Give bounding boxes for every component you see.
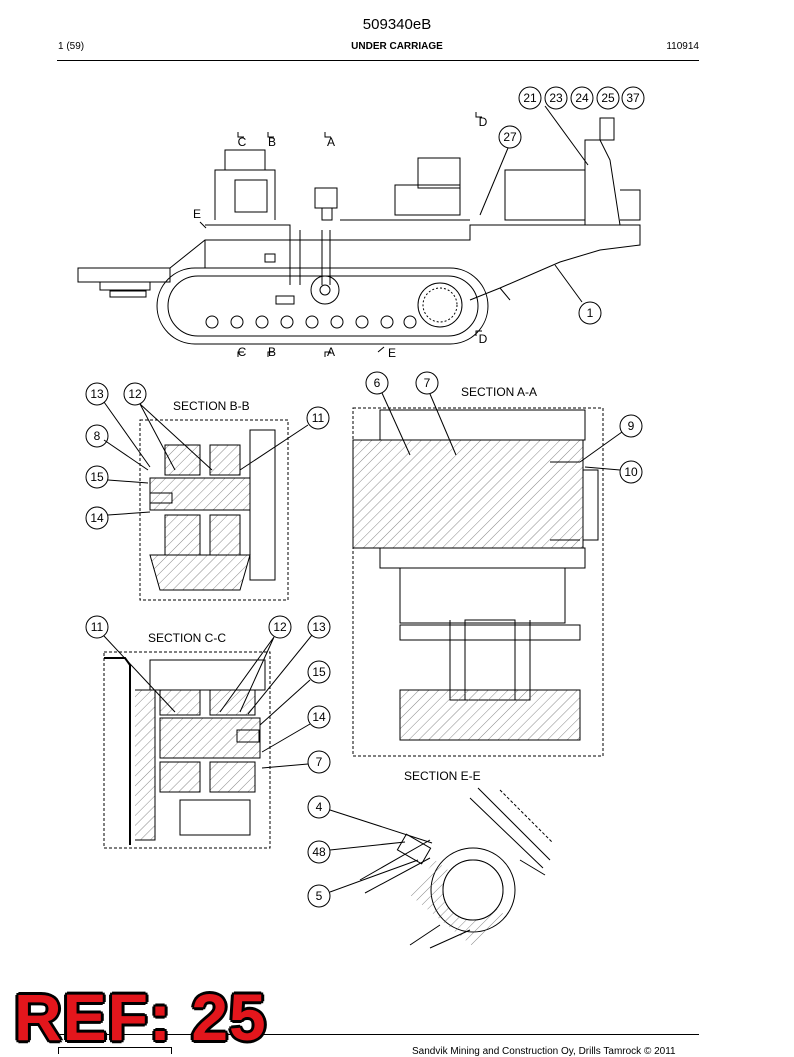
view-marker-e-bottom: E: [388, 346, 396, 360]
balloon-14-bb: 14: [90, 511, 104, 525]
balloon-9: 9: [628, 419, 635, 433]
balloon-13-bb: 13: [90, 387, 104, 401]
balloon-8: 8: [94, 429, 101, 443]
section-bb-drawing: [139, 419, 289, 601]
footer-rule: [57, 1034, 699, 1035]
footer-copyright: Sandvik Mining and Construction Oy, Dril…: [412, 1046, 676, 1057]
view-marker-b-bottom: B: [268, 345, 276, 359]
balloon-7-cc: 7: [316, 755, 323, 769]
view-marker-d-bottom: D: [479, 332, 488, 346]
balloon-11-cc: 11: [91, 620, 104, 634]
balloon-4: 4: [316, 800, 323, 814]
view-marker-d-top: D: [479, 115, 488, 129]
view-markers: [199, 112, 482, 357]
section-ee-title: SECTION E-E: [404, 769, 481, 783]
view-marker-a-bottom: A: [327, 345, 335, 359]
balloon-12-cc: 12: [273, 620, 287, 634]
section-cc-drawing: [103, 651, 271, 849]
balloon-10: 10: [624, 465, 638, 479]
page-indicator: 1 (59): [58, 41, 85, 52]
section-aa-drawing: [352, 407, 604, 757]
view-marker-e-top: E: [193, 207, 201, 221]
balloon-13-cc: 13: [312, 620, 326, 634]
header-rule: [57, 60, 699, 61]
balloon-25: 25: [601, 91, 615, 105]
ref-stamp: REF: 25: [14, 980, 267, 1054]
balloon-1: 1: [587, 306, 594, 320]
document-number: 509340eB: [362, 16, 432, 33]
balloon-37: 37: [626, 91, 640, 105]
section-heading: UNDER CARRIAGE: [351, 41, 443, 52]
balloon-6: 6: [374, 376, 381, 390]
balloon-27: 27: [503, 130, 517, 144]
section-aa-title: SECTION A-A: [461, 385, 537, 399]
balloon-7-aa: 7: [424, 376, 431, 390]
section-ee-drawing: [359, 787, 553, 949]
balloon-12-bb: 12: [128, 387, 142, 401]
sandvik-logo: [58, 1047, 172, 1054]
balloon-48: 48: [312, 845, 326, 859]
view-marker-b-top: B: [268, 135, 276, 149]
section-cc-title: SECTION C-C: [148, 631, 226, 645]
balloon-5: 5: [316, 889, 323, 903]
balloon-14-cc: 14: [312, 710, 326, 724]
machine-side-view: [77, 117, 641, 345]
balloon-24: 24: [575, 91, 589, 105]
date-code: 110914: [666, 41, 699, 52]
balloon-21: 21: [523, 91, 537, 105]
view-marker-c-bottom: C: [238, 345, 247, 359]
view-marker-c-top: C: [238, 135, 247, 149]
balloon-23: 23: [549, 91, 563, 105]
balloon-15-bb: 15: [90, 470, 104, 484]
section-bb-title: SECTION B-B: [173, 399, 250, 413]
balloon-15-cc: 15: [312, 665, 326, 679]
view-marker-a-top: A: [327, 135, 335, 149]
balloon-11-bb: 11: [312, 411, 325, 425]
